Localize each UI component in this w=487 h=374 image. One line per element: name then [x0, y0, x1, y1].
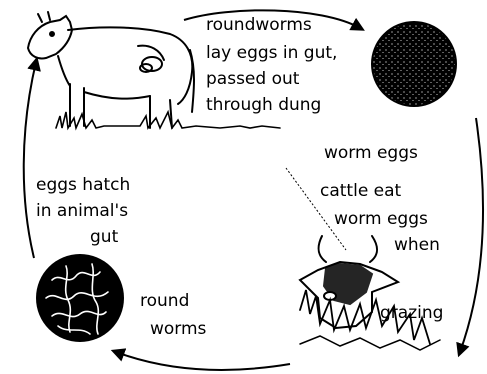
label-grazing: grazing: [380, 303, 443, 323]
cycle-arrow: [24, 62, 36, 258]
label-eggs-hatch: eggs hatch in animal's gut: [36, 175, 130, 247]
label-cattle-eat: cattle eat worm eggs when: [320, 181, 440, 255]
text-cattle-eat: cattle eat: [320, 181, 402, 201]
egg-mass-circle: [372, 22, 456, 106]
text-when: when: [394, 235, 440, 255]
label-round-worms: round worms: [140, 291, 207, 339]
text-eggs-hatch: eggs hatch: [36, 175, 130, 195]
text-in-animals: in animal's: [36, 201, 128, 221]
text-round: round: [140, 291, 189, 311]
worm-circle: [36, 254, 124, 342]
cycle-arrow: [116, 352, 290, 370]
label-roundworms-lay: roundworms lay eggs in gut, passed out t…: [206, 15, 337, 115]
text-worm-eggs: worm eggs: [334, 209, 428, 229]
label-worm-eggs: worm eggs: [324, 143, 418, 163]
text-worms: worms: [150, 319, 207, 339]
text-through-dung: through dung: [206, 95, 321, 115]
text-lay-eggs: lay eggs in gut,: [206, 43, 337, 63]
text-passed-out: passed out: [206, 69, 300, 89]
text-roundworms: roundworms: [206, 15, 312, 35]
text-gut: gut: [90, 227, 119, 247]
cycle-arrow: [460, 118, 483, 352]
